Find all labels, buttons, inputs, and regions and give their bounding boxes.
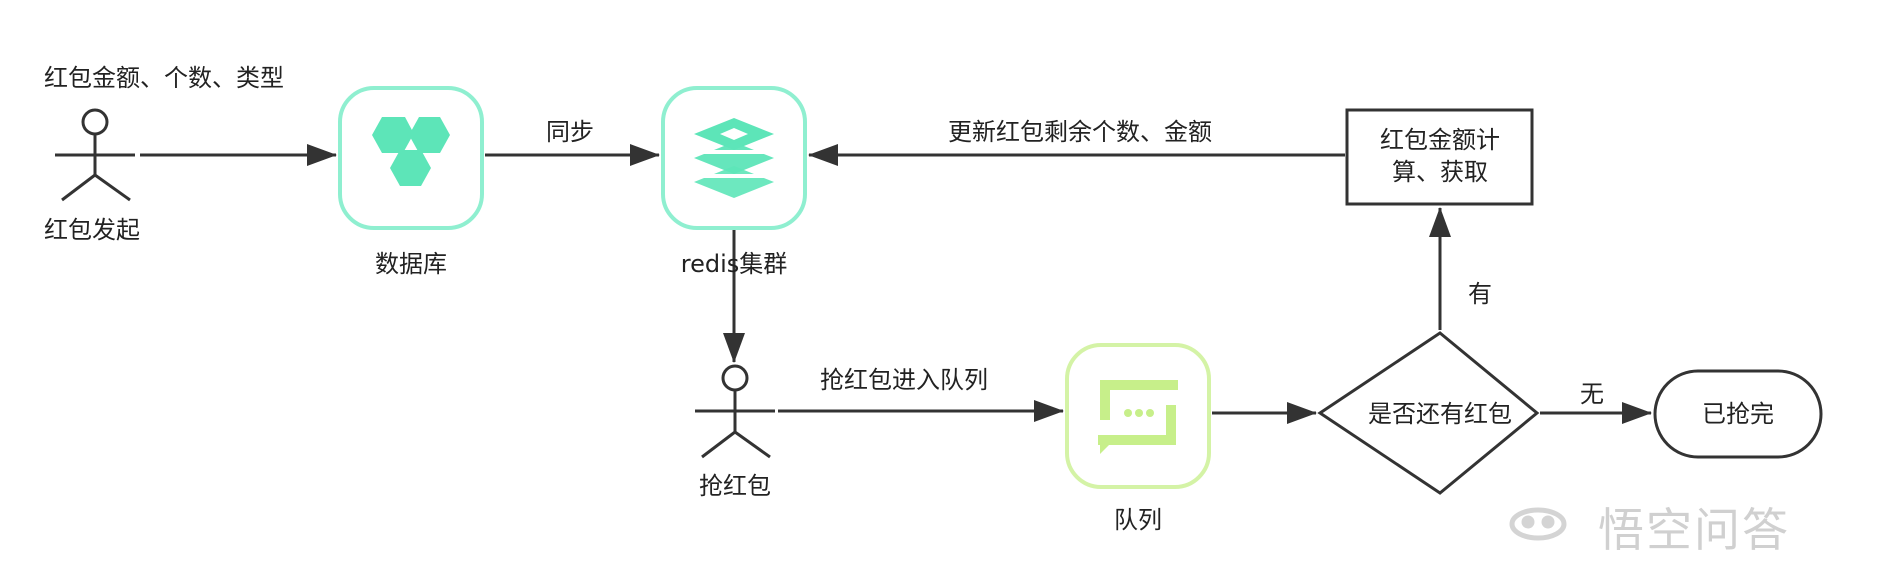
grabber-label: 抢红包: [699, 472, 771, 500]
compute-box: [1345, 108, 1534, 206]
edge-sync-label: 同步: [546, 118, 594, 146]
wukong-logo-icon: [1509, 507, 1567, 541]
database-node: [338, 86, 484, 230]
redis-node: [661, 86, 807, 230]
grabber-actor-icon: [695, 364, 775, 459]
decision-label: 是否还有红包: [1368, 400, 1512, 428]
edge-yes-label: 有: [1468, 280, 1492, 308]
edge-grab-label: 抢红包进入队列: [820, 366, 988, 394]
edge-no-label: 无: [1580, 380, 1604, 408]
database-label: 数据库: [375, 250, 447, 278]
done-label: 已抢完: [1702, 400, 1774, 428]
hexagon-cluster-icon-large: [372, 117, 450, 186]
decision-diamond: [1317, 331, 1540, 495]
initiator-top-label: 红包金额、个数、类型: [44, 64, 284, 92]
redis-stack-icon: [694, 118, 774, 198]
queue-label: 队列: [1114, 506, 1162, 534]
compute-box-label: 红包金额计算、获取: [1380, 126, 1500, 186]
initiator-bottom-label: 红包发起: [44, 216, 140, 244]
queue-node: [1065, 343, 1211, 489]
edge-update-label: 更新红包剩余个数、金额: [948, 118, 1212, 146]
watermark-text: 悟空问答: [1598, 503, 1790, 557]
done-terminal: [1653, 369, 1823, 459]
message-queue-icon: [1098, 380, 1178, 454]
redis-label: redis集群: [680, 250, 788, 278]
initiator-actor-icon: [55, 108, 135, 202]
